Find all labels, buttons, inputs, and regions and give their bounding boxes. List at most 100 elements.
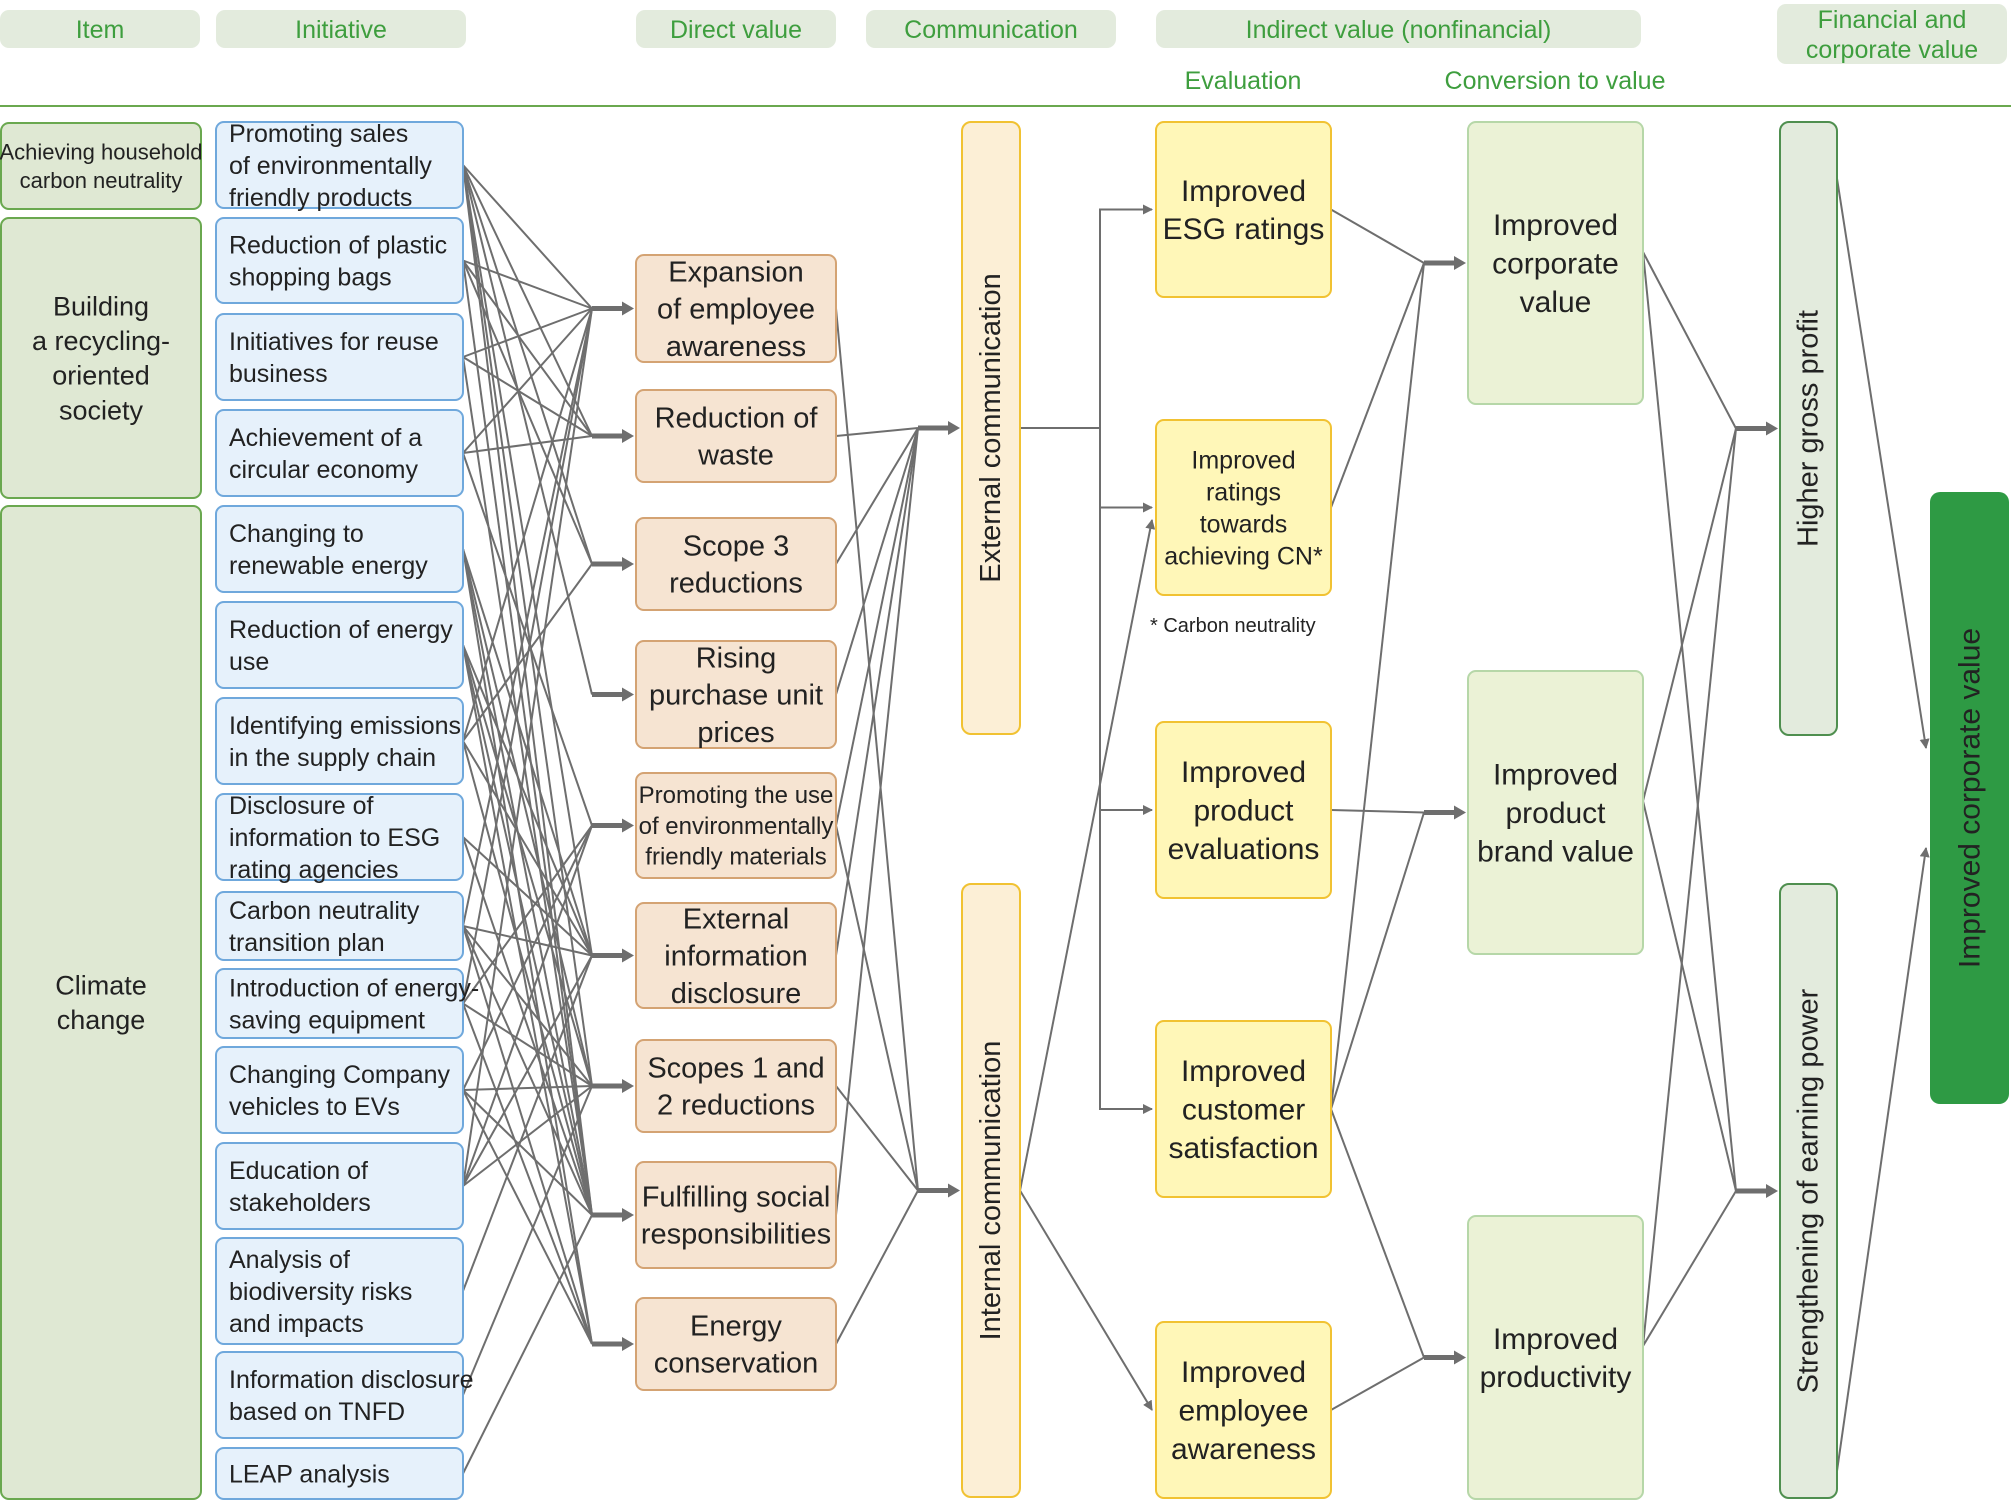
arrow-into-d9 [592, 1337, 634, 1351]
financial-f2: Strengthening of earning power [1779, 883, 1838, 1499]
connector-n15-d8 [462, 1214, 593, 1474]
connector-d9-c2 [835, 1190, 919, 1345]
connector-e4-v2 [1330, 812, 1425, 1110]
connector-d5-c1 [835, 427, 919, 826]
connector-n12-d6 [462, 955, 593, 1187]
connector-v3-f2 [1642, 1190, 1737, 1347]
connector-n6-d8 [462, 644, 593, 1216]
connector-n11-d9 [462, 1089, 593, 1345]
connector-c2-e2 [1019, 519, 1156, 1191]
connector-n5-d7 [462, 548, 593, 1087]
connector-n8-d6 [462, 836, 593, 957]
connector-f1-z1 [1836, 178, 1930, 749]
arrow-into-d6 [592, 948, 634, 963]
footnote-carbon-neutrality: * Carbon neutrality [1150, 615, 1316, 637]
connector-n1-d1 [462, 164, 593, 310]
connector-n8-d8 [462, 836, 593, 1216]
connector-v2-f1 [1642, 428, 1737, 802]
connector-n4-d1 [462, 307, 593, 454]
arrow-into-d5 [592, 818, 634, 833]
header-communication: Communication [866, 10, 1116, 48]
initiative-n15: LEAP analysis [215, 1447, 464, 1500]
connector-v1-f1 [1642, 251, 1737, 429]
arrow-into-d8 [592, 1208, 634, 1222]
subheader-conversion: Conversion to value [1445, 67, 1666, 95]
final-improved-corporate-value: Improved corporate value [1930, 492, 2009, 1104]
connector-c1-e2 [1020, 427, 1153, 513]
final-label: Improved corporate value [1954, 628, 1987, 968]
connector-n12-d5 [462, 825, 593, 1187]
connector-n4-d2 [462, 435, 593, 454]
connector-n2-d3 [462, 260, 593, 565]
arrow-into-d2 [592, 429, 634, 443]
connector-d3-c1 [835, 427, 919, 565]
header-indirect-value: Indirect value (nonfinancial) [1156, 10, 1641, 48]
connector-c1-e4 [1020, 427, 1153, 1114]
connector-n1-d2 [462, 164, 593, 437]
connector-e3-v2 [1330, 809, 1425, 814]
arrow-into-d3 [592, 557, 634, 571]
connector-n13-d6 [462, 955, 593, 1292]
connector-e2-v1 [1330, 262, 1425, 508]
arrow-into-v1 [1424, 256, 1466, 270]
financial-f1: Higher gross profit [1779, 121, 1838, 736]
connector-n10-d9 [462, 1003, 593, 1345]
arrow-into-d4 [592, 687, 634, 702]
header-item: Item [0, 10, 200, 48]
connector-n5-d9 [462, 548, 593, 1345]
connector-n10-d1 [462, 308, 593, 1004]
connector-n12-d1 [462, 308, 593, 1187]
connector-n9-d1 [462, 308, 593, 927]
connector-n11-d8 [462, 1089, 593, 1216]
financial-label: Strengthening of earning power [1793, 988, 1825, 1393]
communication-label: Internal communication [975, 1041, 1007, 1341]
arrow-into-f1 [1736, 421, 1778, 436]
connector-n1-d6 [462, 164, 593, 956]
connector-n1-d4 [462, 164, 593, 695]
connector-n9-d6 [462, 925, 593, 957]
connector-e4-v3 [1330, 1108, 1425, 1358]
connector-n7-d1 [462, 308, 593, 742]
arrow-into-d1 [592, 301, 634, 316]
connector-n14-d7 [462, 1085, 593, 1396]
header-label: Direct value [670, 16, 802, 44]
connector-d2-c1 [835, 427, 919, 437]
connector-n6-d6 [462, 644, 593, 956]
subheader-evaluation: Evaluation [1185, 67, 1302, 95]
communication-c2: Internal communication [961, 883, 1021, 1498]
